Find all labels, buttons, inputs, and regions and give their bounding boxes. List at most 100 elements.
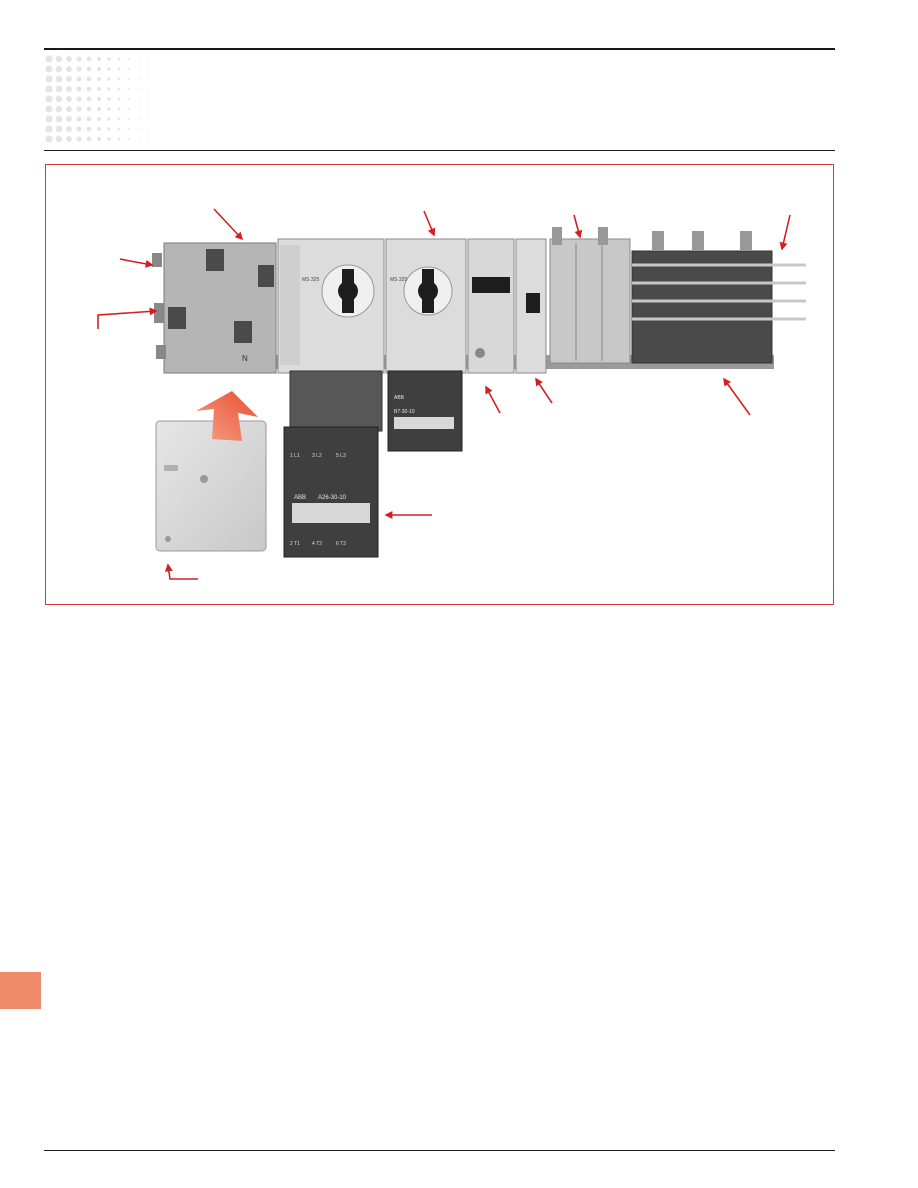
header-dot [45, 95, 53, 103]
callout-arrow-5 [573, 214, 583, 239]
header-dot [107, 87, 111, 91]
header-dot [66, 86, 72, 92]
header-dot [45, 115, 53, 123]
header-dot [76, 116, 82, 122]
contactor-large-brand: ABB [294, 495, 306, 501]
header-dot [55, 95, 63, 103]
header-dot [45, 105, 53, 113]
terminal-blocks [549, 227, 631, 364]
residual-current-device [515, 238, 547, 374]
header-dot [55, 85, 63, 93]
screw-icon [234, 321, 252, 343]
header-dot [66, 116, 72, 122]
header-dot [76, 86, 82, 92]
pole-top-2: 3 L2 [312, 453, 322, 459]
header-dot [55, 75, 63, 83]
callout-arrow-3 [213, 208, 244, 241]
neutral-terminal-block: N [152, 242, 277, 374]
header-dot [117, 77, 121, 81]
header-dot [76, 126, 82, 132]
header-dot [86, 136, 92, 142]
callout-arrow-1 [119, 258, 154, 268]
header-dot [55, 115, 63, 123]
header-dot [97, 107, 101, 111]
breaker-icon [472, 277, 510, 293]
screw-icon [206, 249, 224, 271]
header-dot [45, 75, 53, 83]
header-dot [107, 97, 111, 101]
cover-plate [155, 420, 267, 552]
header-dot [86, 56, 92, 62]
contactor-large: ABB A26-30-10 1 L1 3 L2 5 L3 2 T1 4 T2 6… [283, 370, 383, 558]
header-dot [97, 137, 101, 141]
header-dot [97, 127, 101, 131]
callout-arrow-7 [485, 385, 501, 414]
assembly-arrow [196, 391, 258, 441]
header-dot [97, 67, 101, 71]
header-dot [138, 108, 140, 110]
header-dot [107, 137, 111, 141]
header-dot [55, 65, 63, 73]
figure-frame: N MS 325 MS 325 [45, 164, 834, 605]
header-dot [117, 87, 121, 91]
busbar-system [631, 231, 806, 364]
header-dot [86, 76, 92, 82]
header-dot [127, 137, 131, 141]
header-dot [148, 68, 150, 70]
pole-bottom-1: 2 T1 [290, 541, 300, 547]
header-dot [97, 117, 101, 121]
header-dot [117, 107, 121, 111]
header-dot [97, 77, 101, 81]
header-dot [107, 127, 111, 131]
contactor-icon [394, 417, 454, 429]
header-dot [45, 65, 53, 73]
header-dot [138, 68, 140, 70]
header-dot [148, 138, 150, 140]
rcd-icon [526, 293, 540, 313]
header-dot [76, 136, 82, 142]
header-dot [76, 106, 82, 112]
header-dot [138, 88, 140, 90]
section-side-tab [0, 972, 41, 1009]
header-dot [97, 57, 101, 61]
callout-arrow-8 [535, 377, 553, 404]
header-dot [66, 106, 72, 112]
header-dot [127, 57, 131, 61]
header-dot [127, 67, 131, 71]
header-dot [45, 125, 53, 133]
footer-rule [44, 1150, 835, 1151]
header-dot [66, 96, 72, 102]
header-dot [86, 116, 92, 122]
callout-arrow-2 [97, 307, 158, 329]
header-dot [107, 67, 111, 71]
header-dot [138, 138, 140, 140]
header-dot [55, 55, 63, 63]
starter-2-label: MS 325 [390, 277, 407, 283]
callout-arrow-4 [423, 210, 436, 237]
header-rule-top [44, 48, 835, 50]
starter-1-label: MS 325 [302, 277, 319, 283]
header-dot [66, 126, 72, 132]
header-dot [66, 76, 72, 82]
terminal-icon [552, 227, 562, 245]
header-dot [148, 78, 150, 80]
terminal-icon [598, 227, 608, 245]
header-dot [107, 117, 111, 121]
header-dot [117, 117, 121, 121]
header-dot [148, 108, 150, 110]
header-dot [127, 87, 131, 91]
callout-arrow-6 [779, 214, 791, 251]
motor-starter-2: MS 325 [385, 238, 467, 374]
pole-top-3: 5 L3 [336, 453, 346, 459]
header-dot [86, 106, 92, 112]
header-dot [107, 77, 111, 81]
header-dot [127, 127, 131, 131]
header-dot [148, 128, 150, 130]
neutral-mark: N [242, 354, 248, 363]
header-dot [66, 56, 72, 62]
header-dot [86, 66, 92, 72]
header-dot [55, 105, 63, 113]
header-dot [76, 96, 82, 102]
header-dot [117, 57, 121, 61]
header-dot [45, 135, 53, 143]
